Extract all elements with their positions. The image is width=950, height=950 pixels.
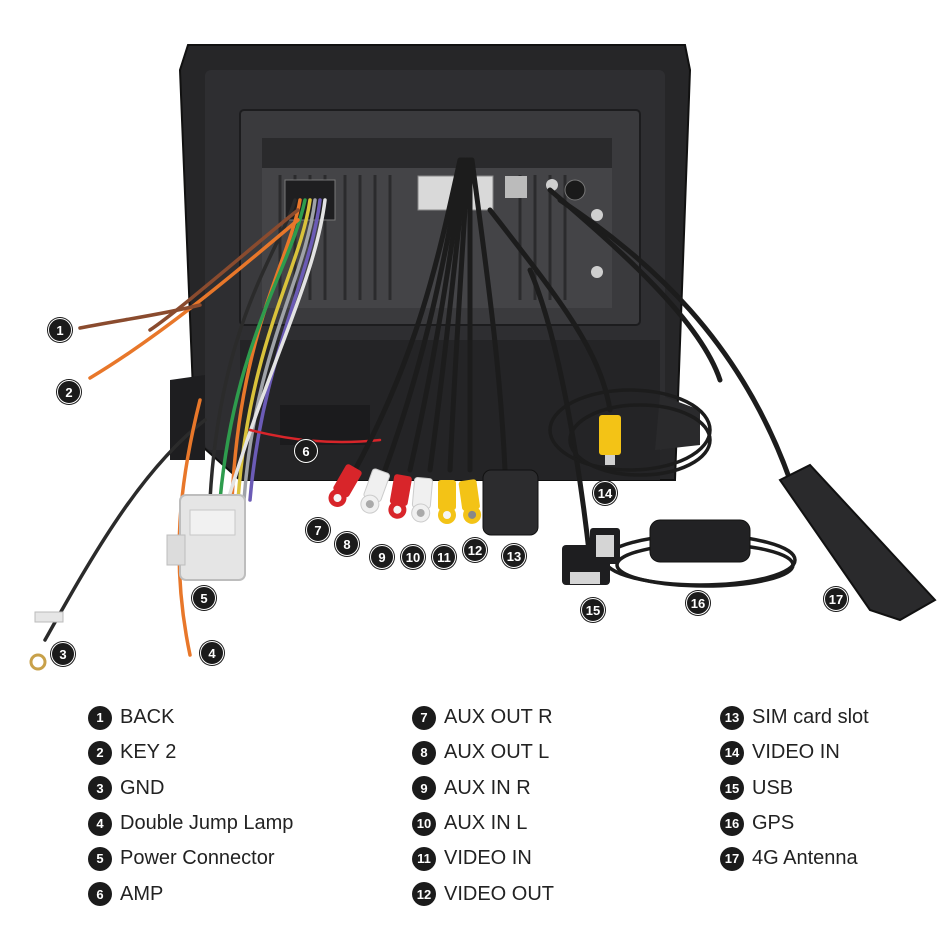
legend-label: KEY 2	[120, 741, 177, 764]
callout-8: 8	[335, 532, 359, 556]
gps-antenna	[649, 519, 751, 563]
legend-label: AUX OUT L	[444, 741, 550, 764]
legend-number: 6	[88, 882, 112, 907]
legend-item-sim-card-slot: 13 SIM card slot	[720, 700, 869, 735]
callout-6: 6	[294, 439, 318, 463]
legend-label: AUX IN L	[444, 812, 528, 835]
coiled-cables	[548, 388, 797, 588]
legend-number: 16	[720, 811, 744, 836]
usb-connectors	[562, 528, 620, 585]
wiring-diagram: 1 2 3 4 5 6 7 8 9 10 11 12 13 14 15 16 1…	[29, 44, 937, 671]
callout-14: 14	[593, 481, 617, 505]
legend-label: BACK	[120, 706, 175, 729]
legend-number: 15	[720, 776, 744, 801]
legend-label: VIDEO IN	[752, 741, 840, 764]
callout-16: 16	[686, 591, 710, 615]
legend-number: 9	[412, 776, 436, 801]
legend-number: 14	[720, 740, 744, 765]
callout-2: 2	[57, 380, 81, 404]
legend-column-3: 13 SIM card slot 14 VIDEO IN 15 USB 16 G…	[720, 700, 869, 876]
callout-4: 4	[200, 641, 224, 665]
rca-plugs	[328, 415, 621, 524]
legend-label: USB	[752, 776, 794, 799]
legend-number: 10	[412, 811, 436, 836]
legend-label: Power Connector	[120, 847, 275, 870]
legend-label: GPS	[752, 812, 795, 835]
legend-item-aux-out-l: 8 AUX OUT L	[412, 735, 554, 770]
legend-item-aux-in-l: 10 AUX IN L	[412, 806, 554, 841]
wiring-diagram-illustration	[29, 44, 937, 671]
callout-11: 11	[432, 545, 456, 569]
callout-12: 12	[463, 538, 487, 562]
legend-label: VIDEO IN	[444, 847, 532, 870]
rca-cable-bundle	[352, 157, 793, 563]
legend-item-back: 1 BACK	[88, 700, 293, 735]
legend-number: 8	[412, 740, 436, 765]
legend-number: 5	[88, 846, 112, 871]
legend-label: 4G Antenna	[752, 847, 858, 870]
legend-item-video-out: 12 VIDEO OUT	[412, 876, 554, 911]
legend-number: 17	[720, 846, 744, 871]
callout-1: 1	[48, 318, 72, 342]
legend-item-gps: 16 GPS	[720, 806, 869, 841]
legend-item-gnd: 3 GND	[88, 771, 293, 806]
legend-label: SIM card slot	[752, 706, 869, 729]
callout-10: 10	[401, 545, 425, 569]
legend-column-1: 1 BACK 2 KEY 2 3 GND 4 Double Jump Lamp …	[88, 700, 293, 912]
legend-label: AMP	[120, 882, 164, 905]
legend-item-video-in: 11 VIDEO IN	[412, 841, 554, 876]
legend-item-aux-in-r: 9 AUX IN R	[412, 771, 554, 806]
legend-item-key2: 2 KEY 2	[88, 735, 293, 770]
legend-label: AUX IN R	[444, 776, 531, 799]
legend-label: AUX OUT R	[444, 706, 553, 729]
power-connector	[166, 494, 246, 581]
legend-item-video-in-14: 14 VIDEO IN	[720, 735, 869, 770]
legend-item-4g-antenna: 17 4G Antenna	[720, 841, 869, 876]
harness-wires	[43, 198, 382, 657]
callout-5: 5	[192, 586, 216, 610]
callout-13: 13	[502, 544, 526, 568]
callout-7: 7	[306, 518, 330, 542]
legend-number: 1	[88, 705, 112, 730]
legend: 1 BACK 2 KEY 2 3 GND 4 Double Jump Lamp …	[0, 692, 950, 932]
legend-label: Double Jump Lamp	[120, 812, 294, 835]
legend-number: 13	[720, 705, 744, 730]
legend-column-2: 7 AUX OUT R 8 AUX OUT L 9 AUX IN R 10 AU…	[412, 700, 554, 912]
legend-number: 7	[412, 705, 436, 730]
sim-card-box	[482, 469, 539, 536]
4g-antenna	[778, 463, 937, 622]
legend-item-aux-out-r: 7 AUX OUT R	[412, 700, 554, 735]
legend-item-double-jump-lamp: 4 Double Jump Lamp	[88, 806, 293, 841]
legend-number: 2	[88, 740, 112, 765]
legend-number: 4	[88, 811, 112, 836]
legend-number: 12	[412, 882, 436, 907]
legend-number: 11	[412, 846, 436, 871]
legend-item-usb: 15 USB	[720, 771, 869, 806]
callout-9: 9	[370, 545, 394, 569]
legend-number: 3	[88, 776, 112, 801]
gnd-terminal	[29, 611, 64, 671]
legend-item-power-connector: 5 Power Connector	[88, 841, 293, 876]
callout-15: 15	[581, 598, 605, 622]
legend-label: GND	[120, 776, 165, 799]
legend-label: VIDEO OUT	[444, 882, 555, 905]
legend-item-amp: 6 AMP	[88, 876, 293, 911]
callout-3: 3	[51, 642, 75, 666]
callout-17: 17	[824, 587, 848, 611]
